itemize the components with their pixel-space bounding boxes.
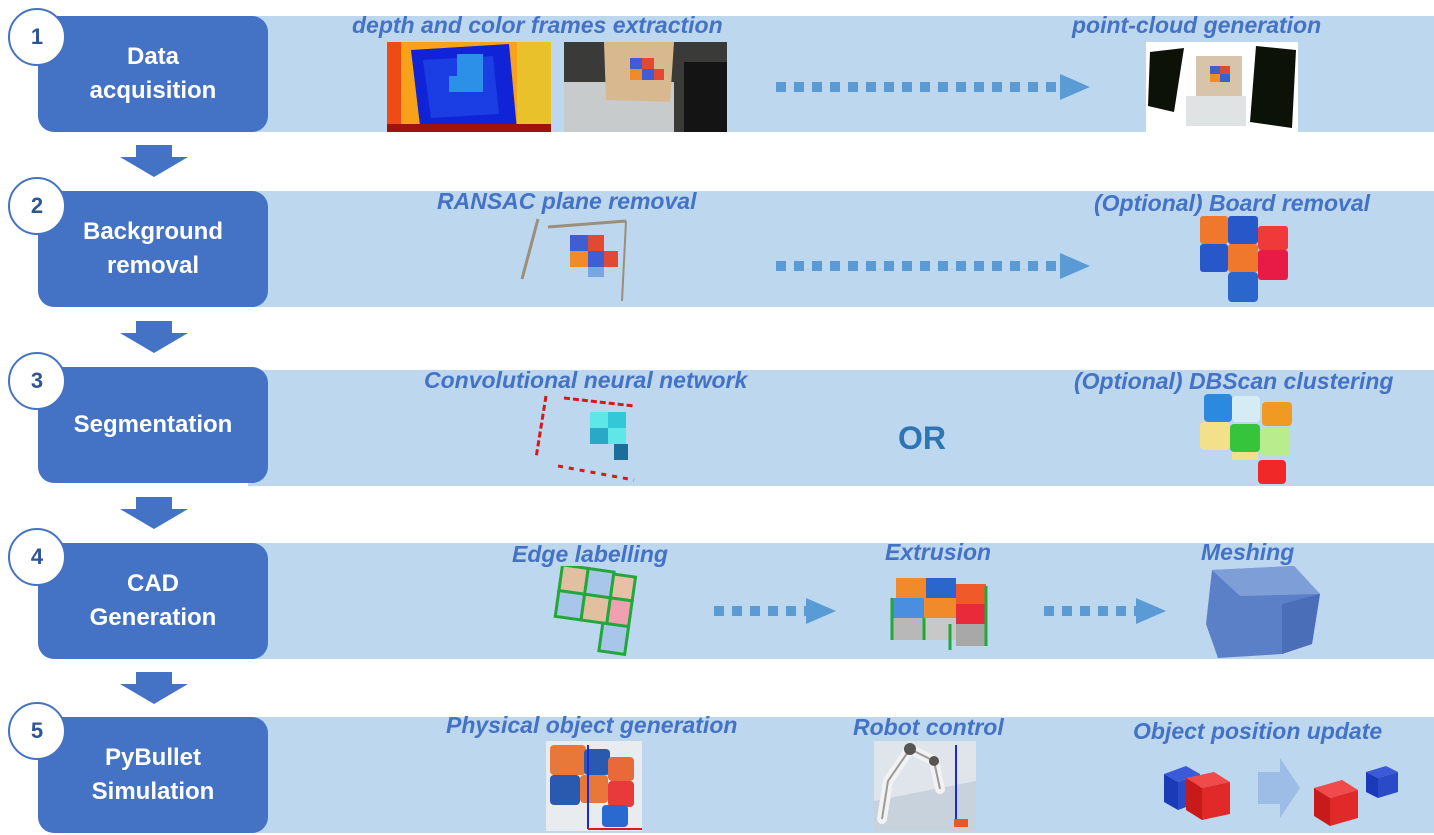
label-ransac-plane-removal: RANSAC plane removal <box>437 188 697 214</box>
robot-control-image <box>874 741 976 831</box>
step-title-line1: Segmentation <box>73 411 233 438</box>
depth-frame-image <box>387 42 551 132</box>
object-position-update-image <box>1164 758 1398 826</box>
board-removal-image <box>1200 216 1288 302</box>
step-box-segmentation: Segmentation <box>38 367 268 483</box>
label-convolutional-neural-network: Convolutional neural network <box>424 367 748 393</box>
or-label: OR <box>898 420 946 456</box>
step-title-line1: Data <box>126 43 180 70</box>
extrusion-image <box>890 578 988 650</box>
dotted-arrow-3 <box>714 598 836 624</box>
dbscan-clustering-image <box>1200 394 1292 484</box>
step-box-data-acquisition: Data acquisition <box>38 16 268 132</box>
label-object-position-update: Object position update <box>1133 718 1383 744</box>
point-cloud-image <box>1146 42 1298 132</box>
step-box-background-removal: Background removal <box>38 191 268 307</box>
cnn-segmentation-image <box>534 395 635 482</box>
label-edge-labelling: Edge labelling <box>512 541 668 567</box>
step-number-4: 4 <box>8 528 66 586</box>
color-frame-image <box>564 42 727 132</box>
down-arrow-3 <box>120 497 188 529</box>
label-depth-color-extraction: depth and color frames extraction <box>352 12 723 38</box>
label-physical-object-generation: Physical object generation <box>446 712 738 738</box>
label-dbscan-clustering: (Optional) DBScan clustering <box>1074 368 1394 394</box>
down-arrow-4 <box>120 672 188 704</box>
step-number-5: 5 <box>8 702 66 760</box>
step-title-line2: removal <box>106 252 200 279</box>
dotted-arrow-2 <box>776 253 1090 279</box>
step-title-line1: Background <box>82 218 223 245</box>
row-band-5 <box>248 717 1434 833</box>
step-box-pybullet-simulation: PyBullet Simulation <box>38 717 268 833</box>
ransac-result-image <box>520 218 627 302</box>
step-title-line2: Simulation <box>91 778 215 805</box>
label-robot-control: Robot control <box>853 714 1004 740</box>
step-title-line2: acquisition <box>89 77 217 104</box>
step-number-3: 3 <box>8 352 66 410</box>
step-title-line1: PyBullet <box>104 744 202 771</box>
label-point-cloud-generation: point-cloud generation <box>1072 12 1322 38</box>
dotted-arrow-4 <box>1044 598 1166 624</box>
step-box-cad-generation: CAD Generation <box>38 543 268 659</box>
label-meshing: Meshing <box>1201 539 1295 565</box>
label-extrusion: Extrusion <box>885 539 992 565</box>
label-board-removal: (Optional) Board removal <box>1094 190 1371 216</box>
step-number-2: 2 <box>8 177 66 235</box>
step-number-1: 1 <box>8 8 66 66</box>
down-arrow-2 <box>120 321 188 353</box>
down-arrow-1 <box>120 145 188 177</box>
step-title-line1: CAD <box>127 570 179 597</box>
edge-labelling-image <box>553 566 638 657</box>
dotted-arrow-1 <box>776 74 1090 100</box>
step-title-line2: Generation <box>89 604 217 631</box>
mesh-image <box>1206 566 1320 658</box>
physical-object-image <box>546 741 642 831</box>
